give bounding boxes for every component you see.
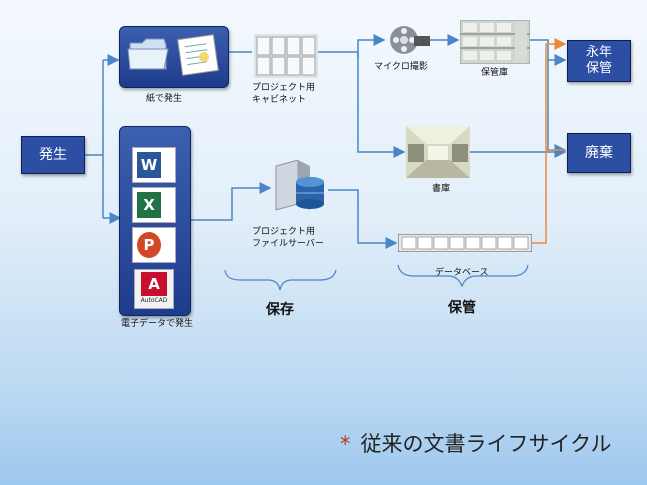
- dispose-label: 廃棄: [585, 145, 613, 161]
- library-label: 書庫: [432, 184, 450, 195]
- digital-box: W X P A AutoCAD: [119, 126, 191, 316]
- word-glyph: W: [137, 152, 161, 178]
- film-reel-icon: [386, 22, 430, 58]
- excel-icon: X: [132, 187, 176, 223]
- stage-store: 保管: [448, 297, 476, 317]
- word-icon: W: [132, 147, 176, 183]
- paper-box: [119, 26, 229, 88]
- dispose-box: 廃棄: [567, 133, 631, 173]
- autocad-sub: AutoCAD: [137, 297, 171, 304]
- database-rack-icon: [398, 234, 532, 252]
- excel-glyph: X: [137, 192, 161, 218]
- autocad-icon: A AutoCAD: [134, 269, 174, 309]
- cabinet-icon: [254, 34, 318, 78]
- digital-label: 電子データで発生: [121, 319, 193, 330]
- autocad-glyph: A: [141, 272, 167, 296]
- paper-label: 紙で発生: [146, 94, 182, 105]
- slide-title: * 従来の文書ライフサイクル: [340, 428, 611, 458]
- permanent-line-1: 永年: [586, 45, 612, 61]
- permanent-line-2: 保管: [586, 61, 612, 77]
- storage-shelves-icon: [460, 20, 530, 64]
- start-label: 発生: [39, 147, 67, 163]
- file-server-label-1: プロジェクト用: [252, 227, 315, 238]
- folder-icon: [126, 33, 170, 73]
- document-icon: [174, 33, 222, 77]
- permanent-storage-box: 永年 保管: [567, 40, 631, 82]
- stage-save: 保存: [266, 299, 294, 319]
- cabinet-label-2: キャビネット: [252, 95, 306, 106]
- title-bullet: *: [340, 432, 351, 456]
- library-room-icon: [406, 126, 470, 178]
- powerpoint-glyph: P: [137, 232, 161, 258]
- database-label: データベース: [435, 268, 489, 279]
- powerpoint-icon: P: [132, 227, 176, 263]
- cabinet-label-1: プロジェクト用: [252, 83, 315, 94]
- start-box: 発生: [21, 136, 85, 174]
- title-text: 従来の文書ライフサイクル: [361, 432, 612, 456]
- storage-room-label: 保管庫: [481, 68, 508, 79]
- server-icon: [270, 160, 328, 218]
- microfilm-label: マイクロ撮影: [374, 62, 428, 73]
- file-server-label-2: ファイルサーバー: [252, 239, 324, 250]
